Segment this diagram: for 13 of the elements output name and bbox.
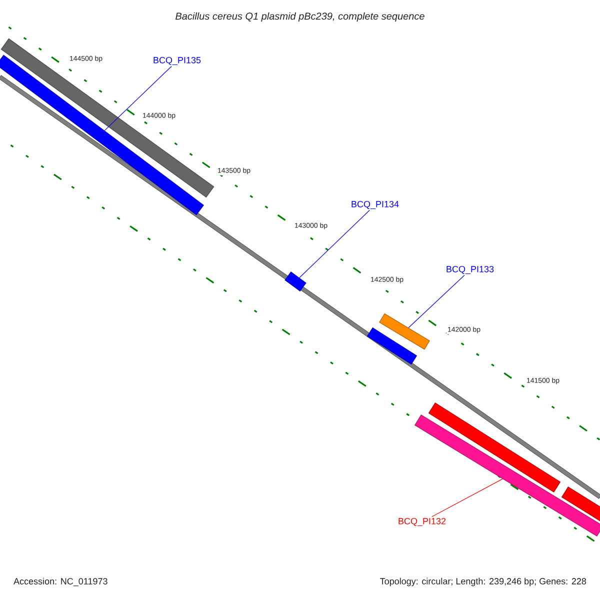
leader-line (104, 66, 172, 131)
leader-line (432, 478, 503, 518)
title: Bacillus cereus Q1 plasmid pBc239, complete sequence (176, 12, 424, 22)
gene-arrow (379, 313, 430, 350)
gene-label: BCQ_PI132 (398, 518, 446, 526)
gene-label: BCQ_PI134 (352, 200, 399, 210)
footer-text: Topology: circular; Length: 239,246 bp; Genes: 228 (380, 578, 586, 586)
gene-label: BCQ_PI135 (154, 56, 201, 66)
footer-text: Accession: NC_011973 (14, 578, 108, 586)
gene-label: BCQ_PI133 (446, 266, 494, 274)
leader-line (408, 274, 465, 328)
gene-arrow (284, 272, 306, 292)
leader-line (299, 210, 370, 278)
